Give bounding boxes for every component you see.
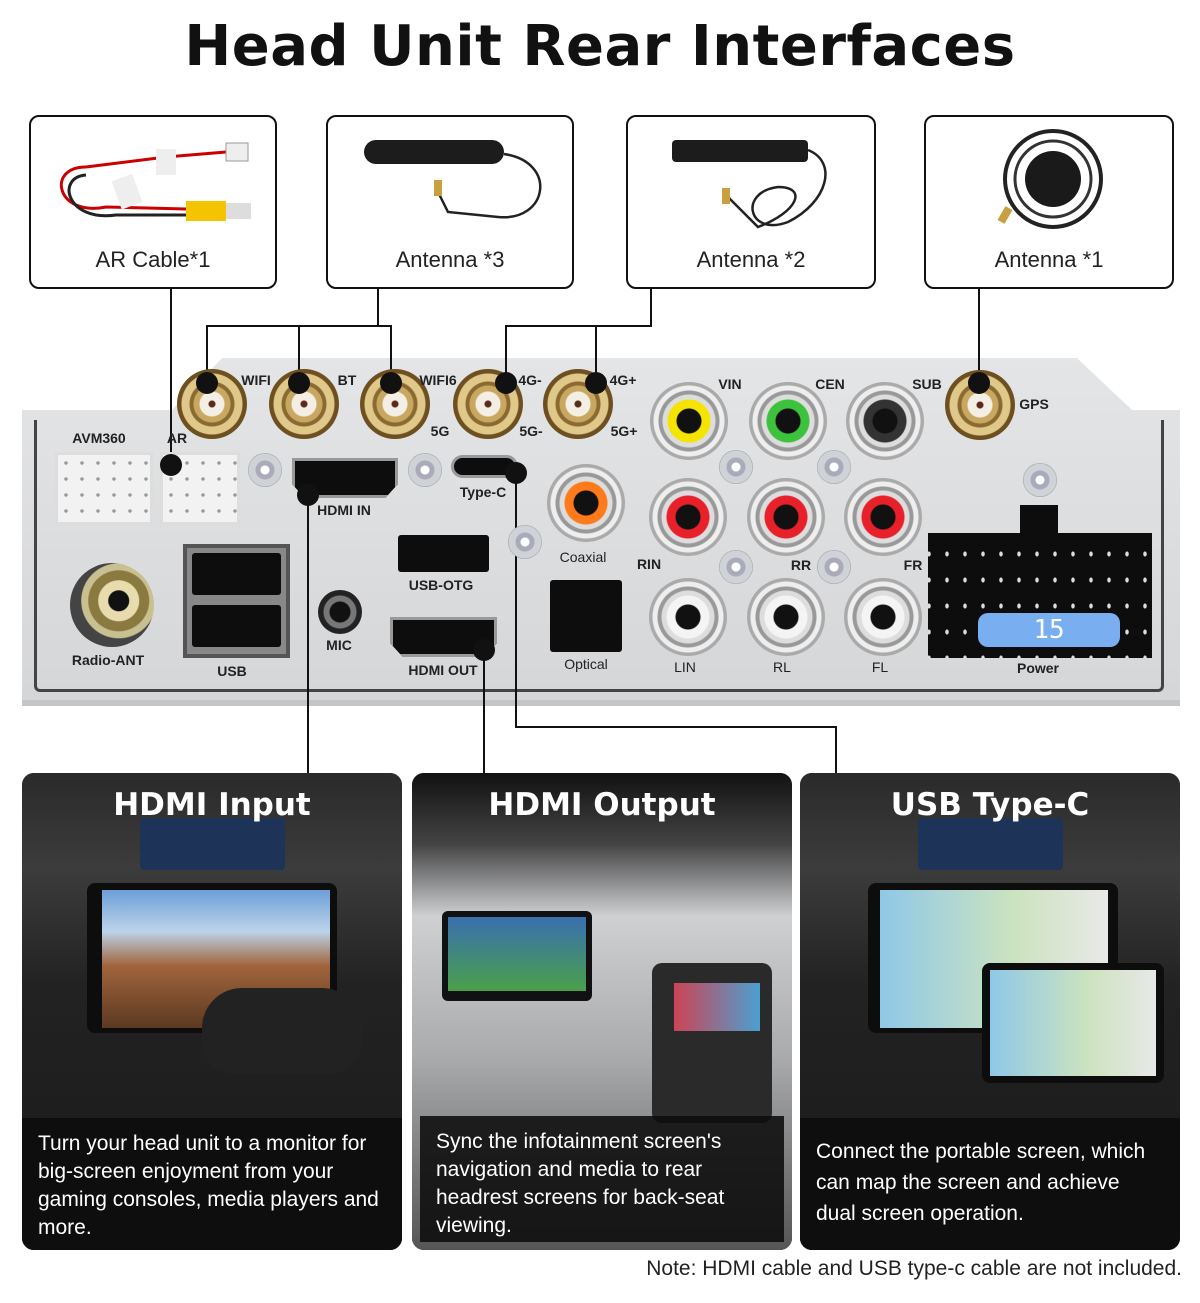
accessory-label: Antenna *2 [696, 247, 806, 272]
fuse: 15 [978, 613, 1120, 647]
accessory-label: Antenna *1 [994, 247, 1104, 272]
port-label-rin: RIN [636, 556, 662, 572]
ar-cable-image [59, 142, 251, 221]
radio-antenna-port[interactable] [70, 563, 154, 647]
avm360-connector[interactable] [55, 452, 153, 525]
connector-dot [585, 372, 607, 394]
screw-icon [817, 450, 851, 484]
port-label-g5: 5G [430, 423, 450, 439]
page-title: Head Unit Rear Interfaces [184, 14, 1016, 79]
connector-dot [160, 454, 182, 476]
port-label-bt: BT [337, 372, 357, 388]
port-label-typec: Type-C [459, 484, 507, 500]
connector-dot [505, 462, 527, 484]
port-label-hdmiin: HDMI IN [317, 502, 371, 518]
panel-frame [34, 420, 1164, 692]
lin-rca-port[interactable] [649, 578, 727, 656]
port-label-rl: RL [773, 659, 791, 675]
port-label-g4p: 4G+ [609, 372, 637, 388]
accessory-label: AR Cable*1 [95, 247, 211, 272]
port-label-power: Power [1016, 660, 1060, 676]
port-label-cen: CEN [815, 376, 845, 392]
power-connector-latch [1020, 505, 1058, 535]
accessory-antenna-1: Antenna *1 [924, 115, 1174, 289]
port-label-fr: FR [903, 557, 923, 573]
port-label-g5m: 5G- [519, 423, 543, 439]
usb-port-1[interactable] [192, 553, 281, 595]
port-label-wifi: WIFI [241, 372, 271, 388]
connector-dot [288, 372, 310, 394]
feature-title: HDMI Output [488, 787, 716, 823]
feature-caption: Sync the infotainment screen's navigatio… [420, 1116, 784, 1242]
usb-otg-port[interactable] [398, 535, 489, 572]
port-label-g4m: 4G- [518, 372, 542, 388]
port-label-fl: FL [871, 659, 889, 675]
screw-icon [248, 453, 282, 487]
mic-port[interactable] [318, 590, 362, 634]
port-label-lin: LIN [674, 659, 696, 675]
port-label-ar: AR [166, 430, 188, 446]
port-label-avm: AVM360 [72, 430, 126, 446]
feature-card-usb-type-c: USB Type-C Connect the portable screen, … [800, 773, 1180, 1250]
rr-rca-port[interactable] [747, 478, 825, 556]
port-label-g5p: 5G+ [610, 423, 638, 439]
antenna-image [672, 140, 827, 229]
feature-card-hdmi-output: HDMI Output Sync the infotainment screen… [412, 773, 792, 1250]
accessory-antenna-3: Antenna *3 [326, 115, 574, 289]
screw-icon [719, 450, 753, 484]
accessory-label: Antenna *3 [395, 247, 505, 272]
usb-port-2[interactable] [192, 605, 281, 647]
feature-caption: Turn your head unit to a monitor for big… [22, 1118, 402, 1250]
vin-rca-port[interactable] [650, 382, 728, 460]
accessory-antenna-2: Antenna *2 [626, 115, 876, 289]
optical-port[interactable] [550, 580, 622, 652]
connector-dot [297, 484, 319, 506]
footnote: Note: HDMI cable and USB type-c cable ar… [646, 1257, 1182, 1280]
gps-antenna-image [997, 129, 1103, 229]
port-label-radio: Radio-ANT [71, 652, 145, 668]
connector-dot [473, 639, 495, 661]
rin-rca-port[interactable] [649, 478, 727, 556]
connector-dot [968, 372, 990, 394]
feature-card-hdmi-input: HDMI Input Turn your head unit to a moni… [22, 773, 402, 1250]
connector-dot [380, 372, 402, 394]
screw-icon [817, 550, 851, 584]
screw-icon [508, 525, 542, 559]
port-label-vin: VIN [718, 376, 742, 392]
screw-icon [1023, 463, 1057, 497]
port-label-usbotg: USB-OTG [408, 577, 474, 593]
port-label-mic: MIC [326, 637, 352, 653]
sub-rca-port[interactable] [846, 382, 924, 460]
cen-rca-port[interactable] [749, 382, 827, 460]
connector-dot [196, 372, 218, 394]
port-label-gps: GPS [1019, 396, 1049, 412]
port-label-rr: RR [790, 557, 812, 573]
screw-icon [408, 453, 442, 487]
port-label-sub: SUB [912, 376, 942, 392]
accessory-ar-cable: AR Cable*1 [29, 115, 277, 289]
port-label-optical: Optical [564, 656, 608, 672]
antenna-image [364, 140, 542, 219]
feature-title: HDMI Input [113, 787, 311, 823]
screw-icon [719, 550, 753, 584]
port-label-wifi6: WIFI6 [419, 372, 457, 388]
fr-rca-port[interactable] [844, 478, 922, 556]
feature-title: USB Type-C [890, 787, 1090, 823]
port-label-hdmiout: HDMI OUT [408, 662, 478, 678]
coaxial-rca-port[interactable] [547, 464, 625, 542]
rl-rca-port[interactable] [747, 578, 825, 656]
connector-dot [495, 372, 517, 394]
feature-caption: Connect the portable screen, which can m… [800, 1118, 1180, 1250]
port-label-usb: USB [217, 663, 247, 679]
fl-rca-port[interactable] [844, 578, 922, 656]
ar-connector[interactable] [160, 452, 240, 525]
port-label-coax: Coaxial [559, 549, 607, 565]
